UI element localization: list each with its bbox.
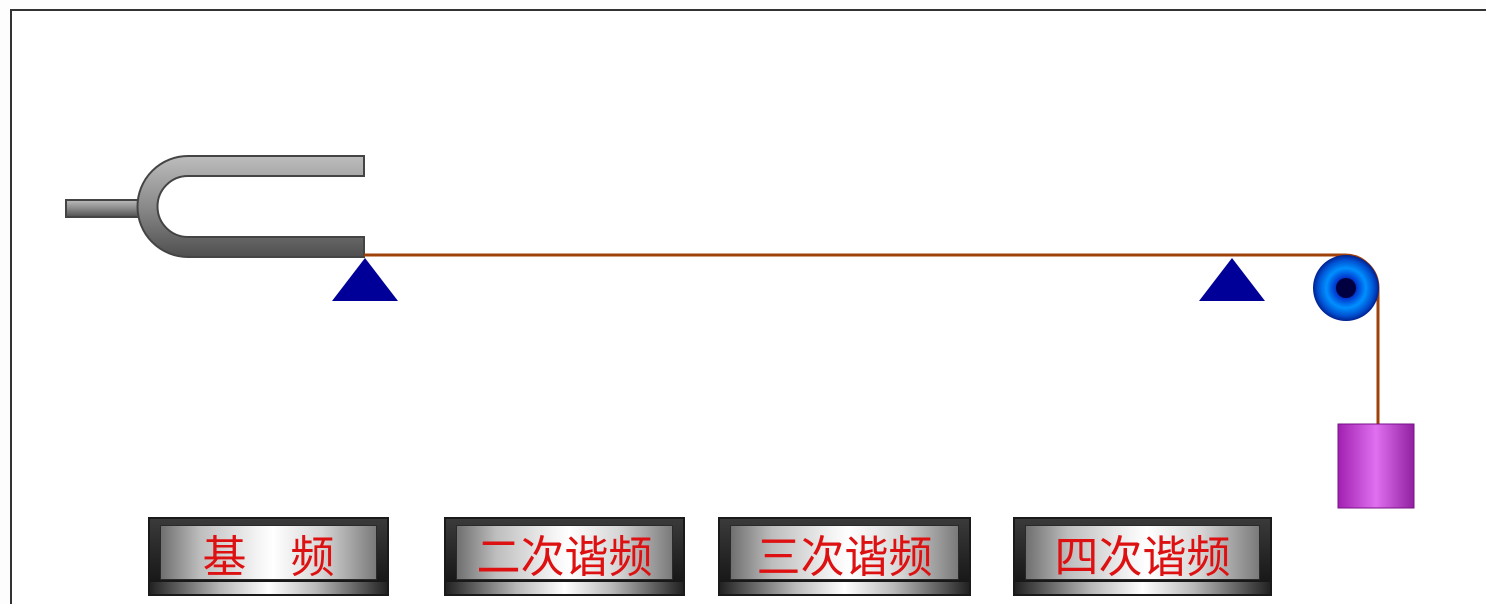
button-label: 基 频 (202, 531, 335, 583)
right-support-icon (1199, 258, 1265, 301)
fourth-harmonic-button[interactable]: 四次谐频 (1013, 517, 1272, 596)
fundamental-frequency-button[interactable]: 基 频 (148, 517, 389, 596)
hanging-weight-icon (1337, 423, 1415, 509)
third-harmonic-button[interactable]: 三次谐频 (718, 517, 971, 596)
button-face: 四次谐频 (1025, 525, 1260, 583)
button-bevel (1015, 582, 1270, 594)
button-face: 三次谐频 (730, 525, 959, 583)
button-face: 基 频 (160, 525, 377, 583)
second-harmonic-button[interactable]: 二次谐频 (444, 517, 685, 596)
button-bevel (720, 582, 969, 594)
button-bevel (446, 582, 683, 594)
button-label: 三次谐频 (756, 531, 933, 583)
fork-handle (65, 199, 145, 218)
button-face: 二次谐频 (456, 525, 673, 583)
button-label: 四次谐频 (1054, 531, 1231, 583)
pulley-icon (1313, 255, 1379, 321)
tuning-fork-icon (65, 155, 365, 258)
button-label: 二次谐频 (476, 531, 653, 583)
fork-prongs (136, 155, 365, 258)
left-support-icon (332, 258, 398, 301)
canvas-frame (10, 9, 1486, 604)
button-bevel (150, 582, 387, 594)
